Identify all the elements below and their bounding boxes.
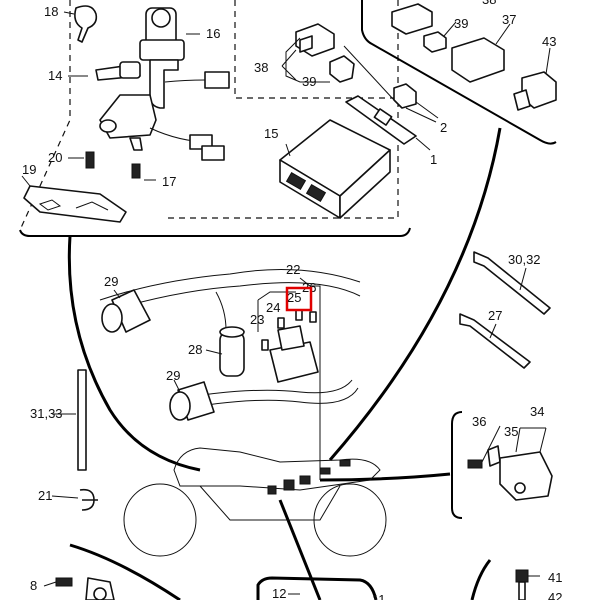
label-24: 24 bbox=[266, 300, 280, 315]
label-38-top: 38 bbox=[482, 0, 496, 7]
label-23: 23 bbox=[250, 312, 264, 327]
label-15: 15 bbox=[264, 126, 278, 141]
highlight-box bbox=[285, 286, 313, 312]
label-12: 12 bbox=[272, 586, 286, 600]
label-27: 27 bbox=[488, 308, 502, 323]
label-36: 36 bbox=[472, 414, 486, 429]
bottom-left-parts bbox=[55, 488, 115, 600]
sensor-34 bbox=[499, 451, 553, 501]
key-18 bbox=[74, 5, 98, 43]
label-14: 14 bbox=[48, 68, 62, 83]
label-38: 38 bbox=[254, 60, 268, 75]
condenser-28 bbox=[219, 331, 245, 377]
label-28: 28 bbox=[188, 342, 202, 357]
label-39-top: 39 bbox=[454, 16, 468, 31]
label-2: 2 bbox=[440, 120, 447, 135]
label-17: 17 bbox=[162, 174, 176, 189]
harness-area bbox=[67, 127, 551, 600]
label-29b: 29 bbox=[166, 368, 180, 383]
label-21: 21 bbox=[38, 488, 52, 503]
bottom-right-parts bbox=[515, 569, 529, 600]
sensor-34-group bbox=[467, 427, 553, 501]
label-35: 35 bbox=[504, 424, 518, 439]
main-switch-group bbox=[19, 0, 411, 237]
label-20: 20 bbox=[48, 150, 62, 165]
callout-labels: 18 16 14 20 17 19 38 39 37 43 38 39 2 1 … bbox=[22, 0, 562, 600]
label-19: 19 bbox=[22, 162, 36, 177]
label-31-33: 31,33 bbox=[30, 406, 63, 421]
label-41: 41 bbox=[548, 570, 562, 585]
leader-lines bbox=[21, 11, 551, 595]
label-16: 16 bbox=[206, 26, 220, 41]
label-39: 39 bbox=[302, 74, 316, 89]
relay-37 bbox=[451, 37, 505, 83]
label-8: 8 bbox=[30, 578, 37, 593]
label-29a: 29 bbox=[104, 274, 118, 289]
motorcycle-outline bbox=[123, 447, 387, 557]
label-22: 22 bbox=[286, 262, 300, 277]
label-18: 18 bbox=[44, 4, 58, 19]
label-1: 1 bbox=[430, 152, 437, 167]
ecu-relay-group bbox=[279, 0, 557, 219]
label-43: 43 bbox=[542, 34, 556, 49]
label-42: 42 bbox=[548, 590, 562, 600]
label-25: 25 bbox=[287, 290, 301, 305]
label-11: 11 bbox=[372, 592, 386, 600]
label-30-32: 30,32 bbox=[508, 252, 541, 267]
label-34: 34 bbox=[530, 404, 544, 419]
label-37: 37 bbox=[502, 12, 516, 27]
